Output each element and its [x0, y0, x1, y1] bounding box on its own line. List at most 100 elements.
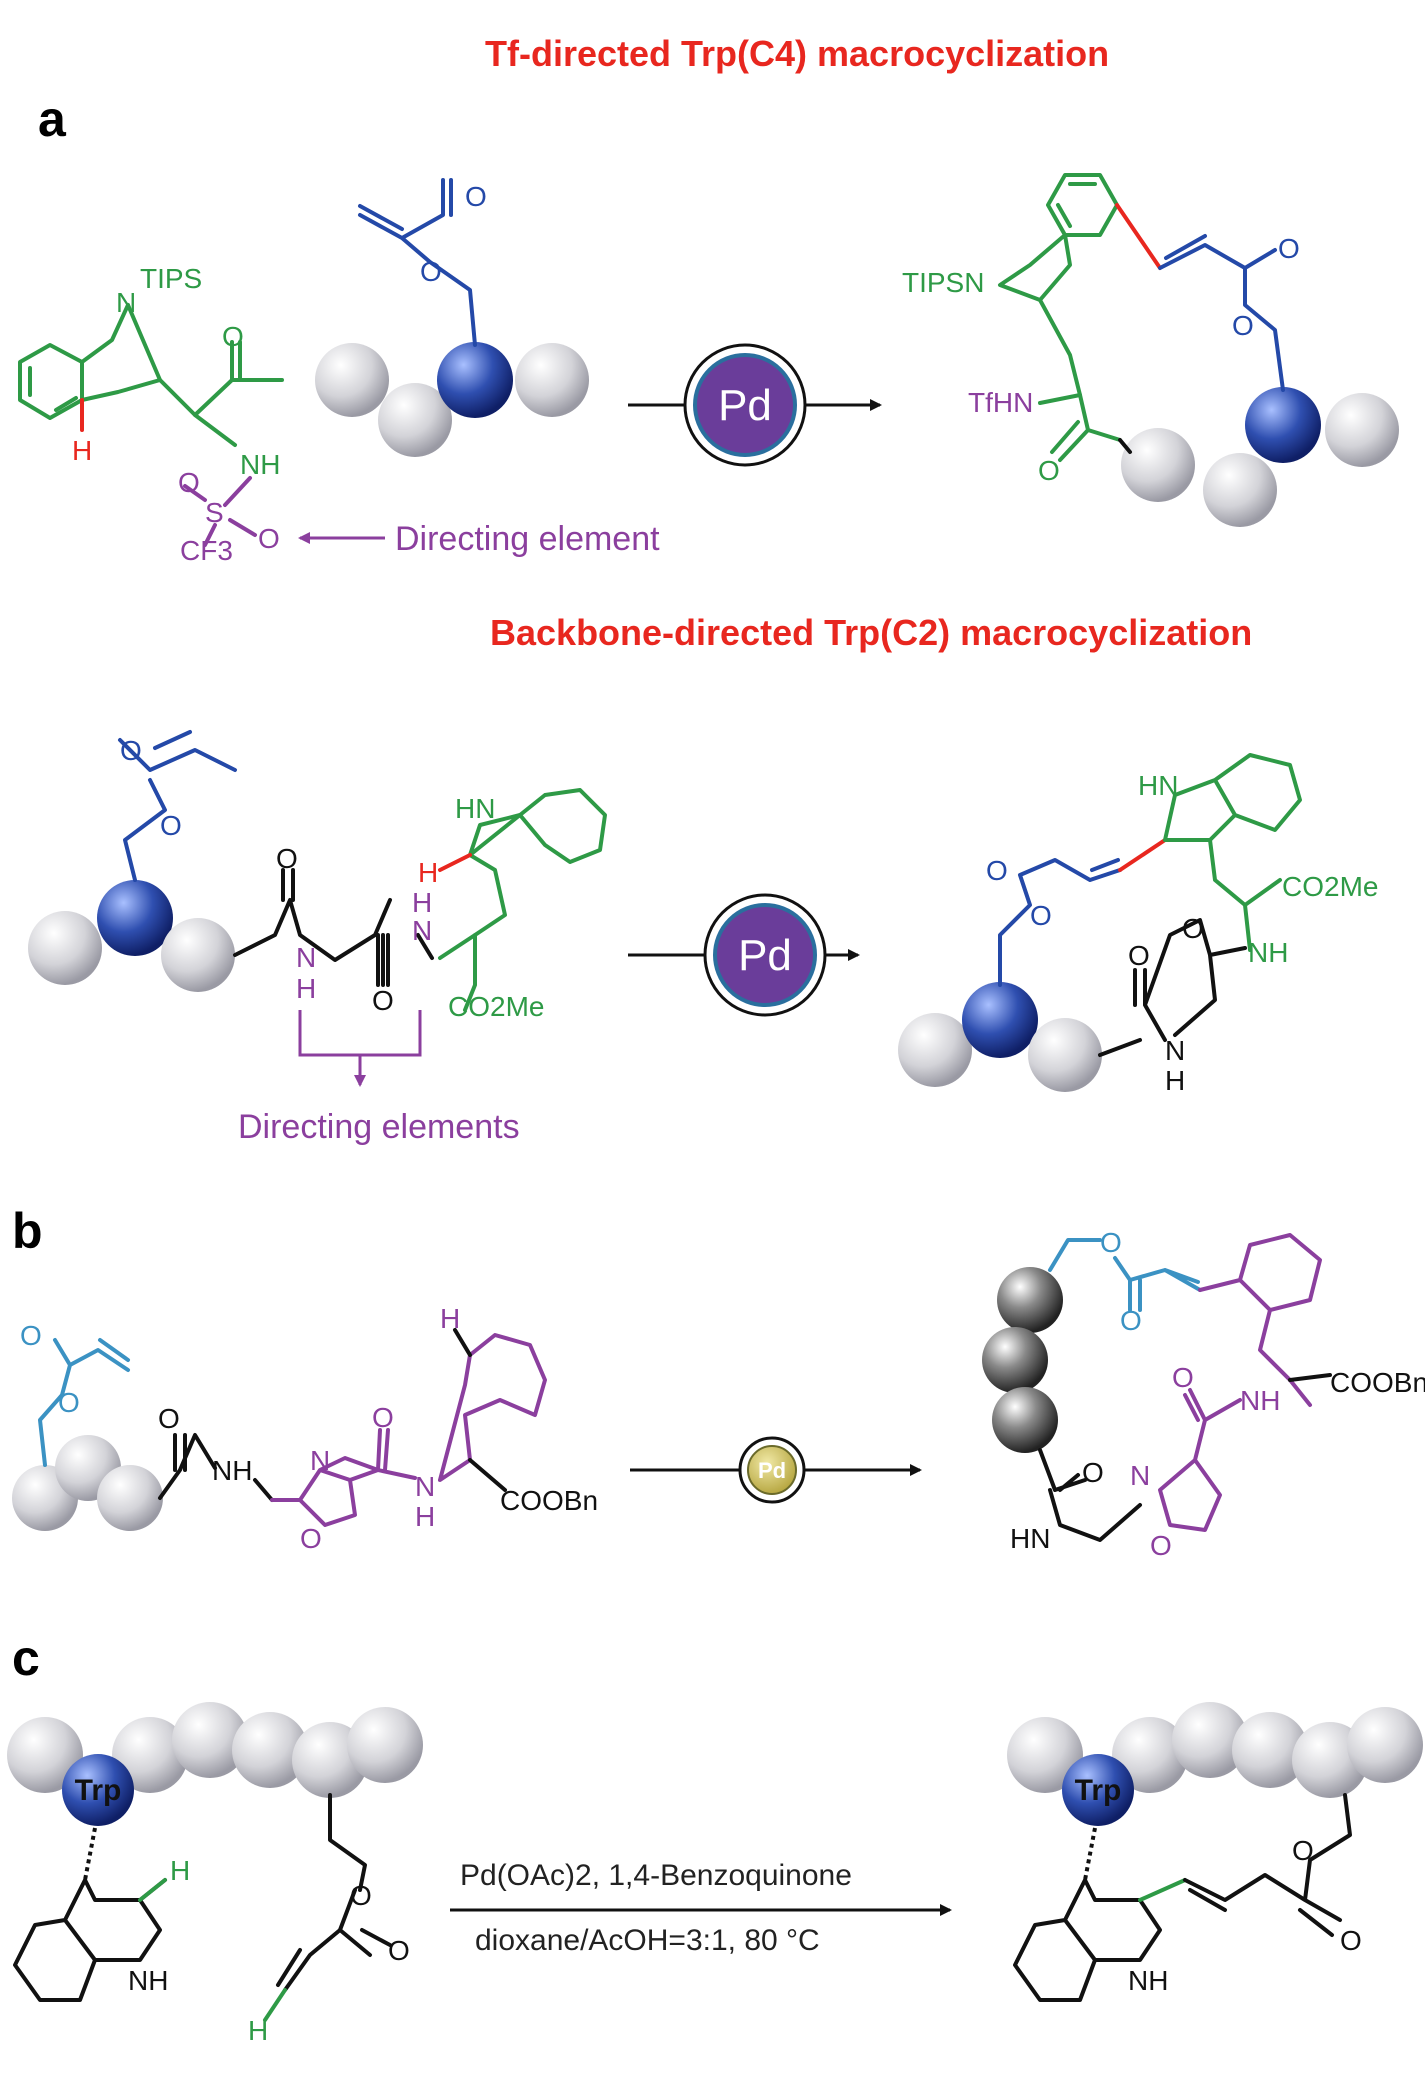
c-reaction-conditions: Pd(OAc)2, 1,4-Benzoquinone dioxane/AcOH=…	[450, 1859, 952, 1957]
peptide-bead	[1232, 1712, 1308, 1788]
directing-elements-label: Directing elements	[238, 1108, 520, 1146]
phenyl-ring	[1198, 1233, 1322, 1407]
atom-h: H	[440, 1303, 460, 1334]
atom-o: O	[276, 843, 298, 874]
acrylate-linker	[38, 1338, 130, 1467]
c-reactant: Trp H NH O O H	[7, 1702, 423, 2046]
h-bond	[453, 1328, 472, 1357]
atom-o: O	[420, 256, 442, 287]
peptide-backbone	[158, 1433, 274, 1502]
peptide-bead	[315, 343, 389, 417]
acrylate-linker	[998, 858, 1122, 987]
panel-a: Tf-directed Trp(C4) macrocyclization a O…	[18, 33, 1399, 1146]
peptide-bead	[1112, 1717, 1188, 1793]
peptide-bead	[898, 1013, 972, 1087]
atom-o: O	[300, 1523, 322, 1554]
acrylate-linker	[1048, 1238, 1202, 1312]
trp-bead	[1062, 1754, 1134, 1826]
atom-nh: NH	[240, 449, 280, 480]
peptide-bead	[1203, 453, 1277, 527]
atom-o: O	[222, 321, 244, 352]
indole-ring	[1013, 1878, 1162, 2002]
trp-backbone	[1208, 838, 1282, 952]
triflyl-group	[183, 476, 257, 547]
atom-o: O	[1278, 233, 1300, 264]
peptide-bead	[378, 383, 452, 457]
conditions-line-1: Pd(OAc)2, 1,4-Benzoquinone	[460, 1859, 852, 1892]
conditions-line-2: dioxane/AcOH=3:1, 80 °C	[475, 1924, 820, 1957]
atom-s: S	[205, 497, 224, 528]
atom-o: O	[372, 1402, 394, 1433]
atom-h-c2: H	[418, 857, 438, 888]
b-reaction-arrow: Pd	[630, 1436, 922, 1504]
peptide-bead	[1172, 1702, 1248, 1778]
alkene	[276, 1928, 342, 1992]
ester-bond	[468, 1458, 507, 1492]
panel-c: c Trp H NH O O H Pd(OAc)2, 1,	[7, 1630, 1423, 2046]
atom-n: N	[1165, 1035, 1185, 1066]
trp-label: Trp	[1075, 1774, 1122, 1807]
pd-catalyst-icon	[713, 903, 817, 1007]
peptide-bead	[112, 1717, 188, 1793]
acrylate-linker	[1158, 234, 1285, 392]
b-reactant: O O O NH N O O N H COOBn H	[12, 1303, 598, 1554]
indole-ring	[1163, 753, 1302, 842]
new-c2-bond	[1118, 838, 1167, 872]
atom-co2me: CO2Me	[1282, 871, 1378, 902]
atom-h: H	[248, 2015, 268, 2046]
panel-a-title-1: Tf-directed Trp(C4) macrocyclization	[485, 33, 1109, 74]
peptide-bead	[1007, 1717, 1083, 1793]
peptide-bead	[347, 1707, 423, 1783]
panel-c-label: c	[12, 1630, 40, 1686]
a2-reactant: O O O N H O N H HN H CO2Me Directing ele…	[28, 730, 607, 1146]
atom-n: N	[310, 1445, 330, 1476]
peptide-bead	[7, 1717, 83, 1793]
trp-bead	[62, 1754, 134, 1826]
peptide-bead-blue	[437, 342, 513, 418]
atom-cf3: CF3	[180, 535, 233, 566]
atom-h: H	[412, 887, 432, 918]
atom-n: N	[1130, 1460, 1150, 1491]
atom-o: O	[158, 1403, 180, 1434]
alkene-h-bond	[263, 1988, 287, 2022]
trp-backbone	[1038, 298, 1122, 462]
peptide-backbone	[1098, 918, 1247, 1057]
phenyl-ring	[438, 1333, 547, 1482]
peptide-bead	[1121, 428, 1195, 502]
c-product: Trp NH O O	[1007, 1702, 1423, 2002]
atom-o: O	[1232, 310, 1254, 341]
new-c4-bond	[1115, 203, 1162, 270]
stereo-bond	[1083, 1827, 1097, 1881]
oxazole-ring	[1158, 1388, 1242, 1532]
atom-o: O	[1082, 1457, 1104, 1488]
pd-catalyst-icon	[747, 1445, 797, 1495]
b-product: O O COOBn NH O N O O HN	[982, 1227, 1425, 1561]
atom-o: O	[120, 735, 142, 766]
atom-n: N	[412, 915, 432, 946]
atom-o: O	[258, 523, 280, 554]
trp-backbone	[438, 813, 522, 1012]
atom-co2me: CO2Me	[448, 991, 544, 1022]
atom-h-c4: H	[72, 435, 92, 466]
atom-n: N	[116, 287, 136, 318]
atom-nh: NH	[1128, 1965, 1168, 1996]
peptide-backbone	[1038, 1448, 1142, 1542]
c2-h-bond	[438, 853, 472, 872]
a2-product: O O HN CO2Me NH O O N H	[898, 753, 1378, 1096]
atom-tipsn: TIPSN	[902, 267, 984, 298]
a2-reaction-arrow: Pd	[628, 893, 860, 1017]
atom-o: O	[178, 467, 200, 498]
acrylate-linker	[358, 178, 477, 347]
trp-backbone	[158, 340, 284, 417]
indole-aromatic	[1056, 182, 1097, 228]
peptide-bead	[515, 343, 589, 417]
stereo-bond	[83, 1827, 97, 1881]
ester-chain	[1183, 1793, 1352, 1937]
atom-nh: NH	[1248, 937, 1288, 968]
carbonyl-bonds	[281, 868, 390, 987]
atom-o: O	[1172, 1362, 1194, 1393]
peptide-bead	[1028, 1018, 1102, 1092]
atom-nh: NH	[128, 1965, 168, 1996]
peptide-bead	[97, 1465, 163, 1531]
c2-h-bond	[138, 1878, 167, 1902]
